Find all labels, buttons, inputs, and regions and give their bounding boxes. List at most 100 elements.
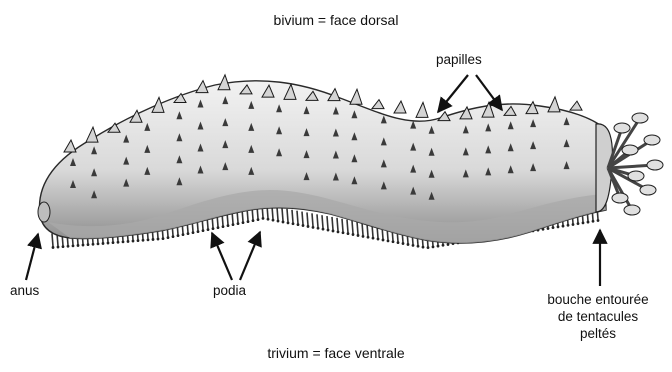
papilla-spine <box>350 89 362 104</box>
podium-tip <box>392 240 395 243</box>
podium-foot <box>312 213 313 226</box>
podium-tip <box>102 242 105 245</box>
podium-foot <box>302 212 303 225</box>
arrow-papilles-left <box>438 75 468 112</box>
podium-foot <box>287 209 288 222</box>
podium-tip <box>387 239 390 242</box>
papilla-spine <box>548 97 560 112</box>
label-bouche-line-3: peltés <box>528 325 668 342</box>
podium-tip <box>187 232 190 235</box>
podium-tip <box>567 224 570 227</box>
podium-tip <box>322 228 325 231</box>
podium-tip <box>447 243 450 246</box>
podium-tip <box>122 240 125 243</box>
podium-tip <box>202 229 205 232</box>
podium-foot <box>317 214 318 227</box>
podium-tip <box>82 244 85 247</box>
podium-tip <box>262 217 265 220</box>
podium-tip <box>207 228 210 231</box>
podium-foot <box>297 211 298 224</box>
podium-tip <box>167 236 170 239</box>
peltate-tentacle-tip <box>640 185 656 195</box>
podium-tip <box>412 244 415 247</box>
podium-tip <box>357 234 360 237</box>
podium-tip <box>52 246 55 249</box>
podium-tip <box>72 244 75 247</box>
podium-tip <box>257 218 260 221</box>
podium-foot <box>342 219 343 232</box>
podium-tip <box>57 246 60 249</box>
papilla-spine <box>416 102 428 117</box>
podium-tip <box>582 221 585 224</box>
podium-tip <box>222 225 225 228</box>
peltate-tentacle-tip <box>628 171 644 181</box>
podium-tip <box>402 242 405 245</box>
peltate-tentacle-tip <box>614 123 630 133</box>
podium-tip <box>242 221 245 224</box>
peltate-tentacle-tip <box>612 193 628 203</box>
podium-tip <box>287 221 290 224</box>
anal-opening <box>38 202 50 222</box>
podium-tip <box>277 220 280 223</box>
podium-tip <box>87 243 90 246</box>
podium-tip <box>197 230 200 233</box>
podium-tip <box>552 226 555 229</box>
podium-foot <box>352 221 353 234</box>
podium-foot <box>292 210 293 223</box>
podium-tip <box>587 221 590 224</box>
podium-tip <box>382 239 385 242</box>
label-papilles: papilles <box>436 52 482 68</box>
podium-tip <box>417 245 420 248</box>
podium-tip <box>317 227 320 230</box>
podium-tip <box>177 234 180 237</box>
podium-tip <box>77 244 80 247</box>
podium-tip <box>422 246 425 249</box>
podium-tip <box>337 230 340 233</box>
podium-tip <box>97 242 100 245</box>
podium-tip <box>142 239 145 242</box>
podium-tip <box>597 219 600 222</box>
podium-tip <box>272 219 275 222</box>
podium-foot <box>282 208 283 221</box>
arrow-anus <box>26 234 38 280</box>
podium-tip <box>547 227 550 230</box>
podium-tip <box>217 226 220 229</box>
label-podia: podia <box>213 283 246 299</box>
arrow-podia-left <box>212 233 232 280</box>
podium-foot <box>322 215 323 228</box>
peltate-tentacle-tip <box>632 113 648 123</box>
podium-tip <box>227 224 230 227</box>
podium-foot <box>307 212 308 225</box>
podium-tip <box>352 233 355 236</box>
podium-tip <box>172 235 175 238</box>
podium-tip <box>237 222 240 225</box>
mouth-tentacles <box>596 113 663 215</box>
podium-tip <box>362 235 365 238</box>
podium-tip <box>592 220 595 223</box>
label-bouche-line-2: de tentacules <box>528 308 668 325</box>
podium-tip <box>297 223 300 226</box>
peltate-tentacle-tip <box>644 135 660 145</box>
podium-tip <box>137 239 140 242</box>
podium-tip <box>307 225 310 228</box>
podium-foot <box>332 217 333 230</box>
podium-tip <box>312 226 315 229</box>
podium-tip <box>267 218 270 221</box>
podium-tip <box>327 229 330 232</box>
podium-tip <box>112 241 115 244</box>
podium-foot <box>362 222 363 235</box>
podium-tip <box>182 233 185 236</box>
podium-tip <box>442 244 445 247</box>
label-bouche-line-1: bouche entourée <box>528 291 668 308</box>
podium-tip <box>127 240 130 243</box>
podium-tip <box>577 222 580 225</box>
podium-tip <box>117 241 120 244</box>
podium-tip <box>557 225 560 228</box>
podium-tip <box>367 236 370 239</box>
podium-tip <box>282 221 285 224</box>
podium-tip <box>372 237 375 240</box>
podium-tip <box>572 223 575 226</box>
papilla-spine <box>64 140 76 152</box>
podium-foot <box>327 216 328 229</box>
peltate-tentacle-tip <box>624 205 640 215</box>
